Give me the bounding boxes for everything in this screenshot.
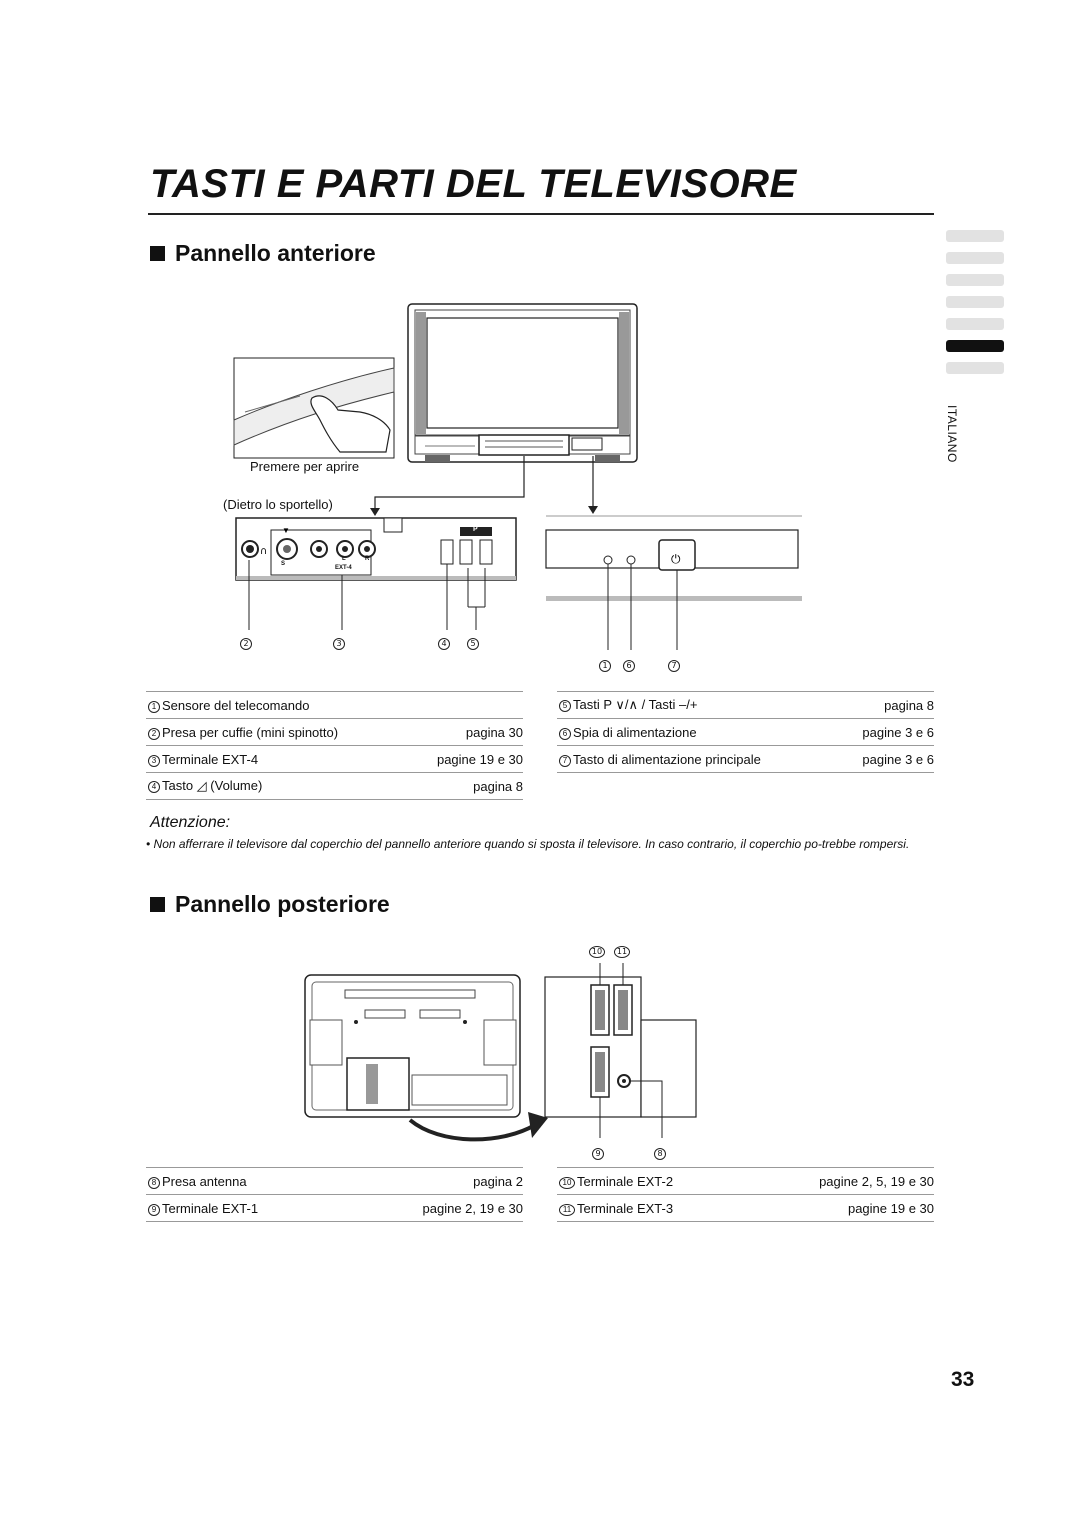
language-tab (946, 296, 1004, 308)
legend-page: pagine 19 e 30 (744, 1194, 934, 1222)
ext4-marking: EXT-4 (335, 565, 352, 571)
callout-11: 11 (614, 940, 632, 960)
p-marking: P (473, 526, 478, 533)
legend-page: pagina 30 (404, 718, 523, 746)
callout-6: 6 (623, 654, 637, 674)
legend-page: pagina 8 (404, 772, 523, 800)
title-divider (148, 213, 934, 215)
s-video-marking: S (281, 561, 286, 567)
bullet-square-icon (150, 897, 165, 912)
callout-10: 10 (589, 940, 607, 960)
callout-5: 5 (467, 632, 481, 652)
rear-terminal-panel (544, 976, 697, 1118)
tv-rear-drawing (304, 974, 521, 1118)
language-label: ITALIANO (945, 405, 959, 463)
front-panel-heading: Pannello anteriore (150, 240, 376, 267)
legend-page: pagine 19 e 30 (404, 745, 523, 773)
svg-text:▼: ▼ (282, 526, 290, 535)
svg-text:⏻: ⏻ (671, 552, 681, 566)
bullet-square-icon (150, 246, 165, 261)
front-panel-illustration: ∩ ▼ ⏻ (233, 303, 802, 650)
r-marking: R (365, 556, 370, 562)
svg-text:∩: ∩ (260, 546, 267, 557)
language-tab (946, 230, 1004, 242)
legend-page: pagine 3 e 6 (834, 718, 934, 746)
language-tab (946, 252, 1004, 264)
front-control-strip: ⏻ (545, 515, 802, 602)
callout-1: 1 (599, 654, 613, 674)
front-panel-heading-text: Pannello anteriore (175, 240, 376, 266)
language-tab-active (946, 340, 1004, 352)
tv-front-drawing (407, 303, 638, 463)
legend-page: pagine 2, 5, 19 e 30 (744, 1167, 934, 1195)
behind-door-caption: (Dietro lo sportello) (223, 497, 333, 512)
attention-title: Attenzione: (150, 814, 231, 831)
language-tab (946, 362, 1004, 374)
legend-page: pagina 8 (834, 691, 934, 719)
callout-4: 4 (438, 632, 452, 652)
language-tab (946, 318, 1004, 330)
behind-door-panel: ∩ ▼ (235, 517, 517, 608)
rear-panel-heading: Pannello posteriore (150, 891, 390, 918)
legend-page: pagina 2 (342, 1167, 523, 1195)
legend-page: pagine 3 e 6 (834, 745, 934, 773)
language-tab (946, 274, 1004, 286)
callout-8: 8 (654, 1142, 668, 1162)
rear-panel-heading-text: Pannello posteriore (175, 891, 390, 917)
callout-9: 9 (592, 1142, 606, 1162)
attention-text: • Non afferrare il televisore dal coperc… (146, 837, 910, 851)
callout-7: 7 (668, 654, 682, 674)
page-title: TASTI E PARTI DEL TELEVISORE (150, 162, 797, 206)
page-number: 33 (951, 1368, 975, 1391)
legend-page: pagine 2, 19 e 30 (342, 1194, 523, 1222)
press-to-open-caption: Premere per aprire (250, 459, 360, 474)
rear-panel-illustration (304, 963, 697, 1142)
legend-page (404, 691, 523, 719)
callout-3: 3 (333, 632, 347, 652)
hand-press-inset (233, 357, 395, 459)
l-marking: L (342, 556, 346, 562)
callout-2: 2 (240, 632, 254, 652)
